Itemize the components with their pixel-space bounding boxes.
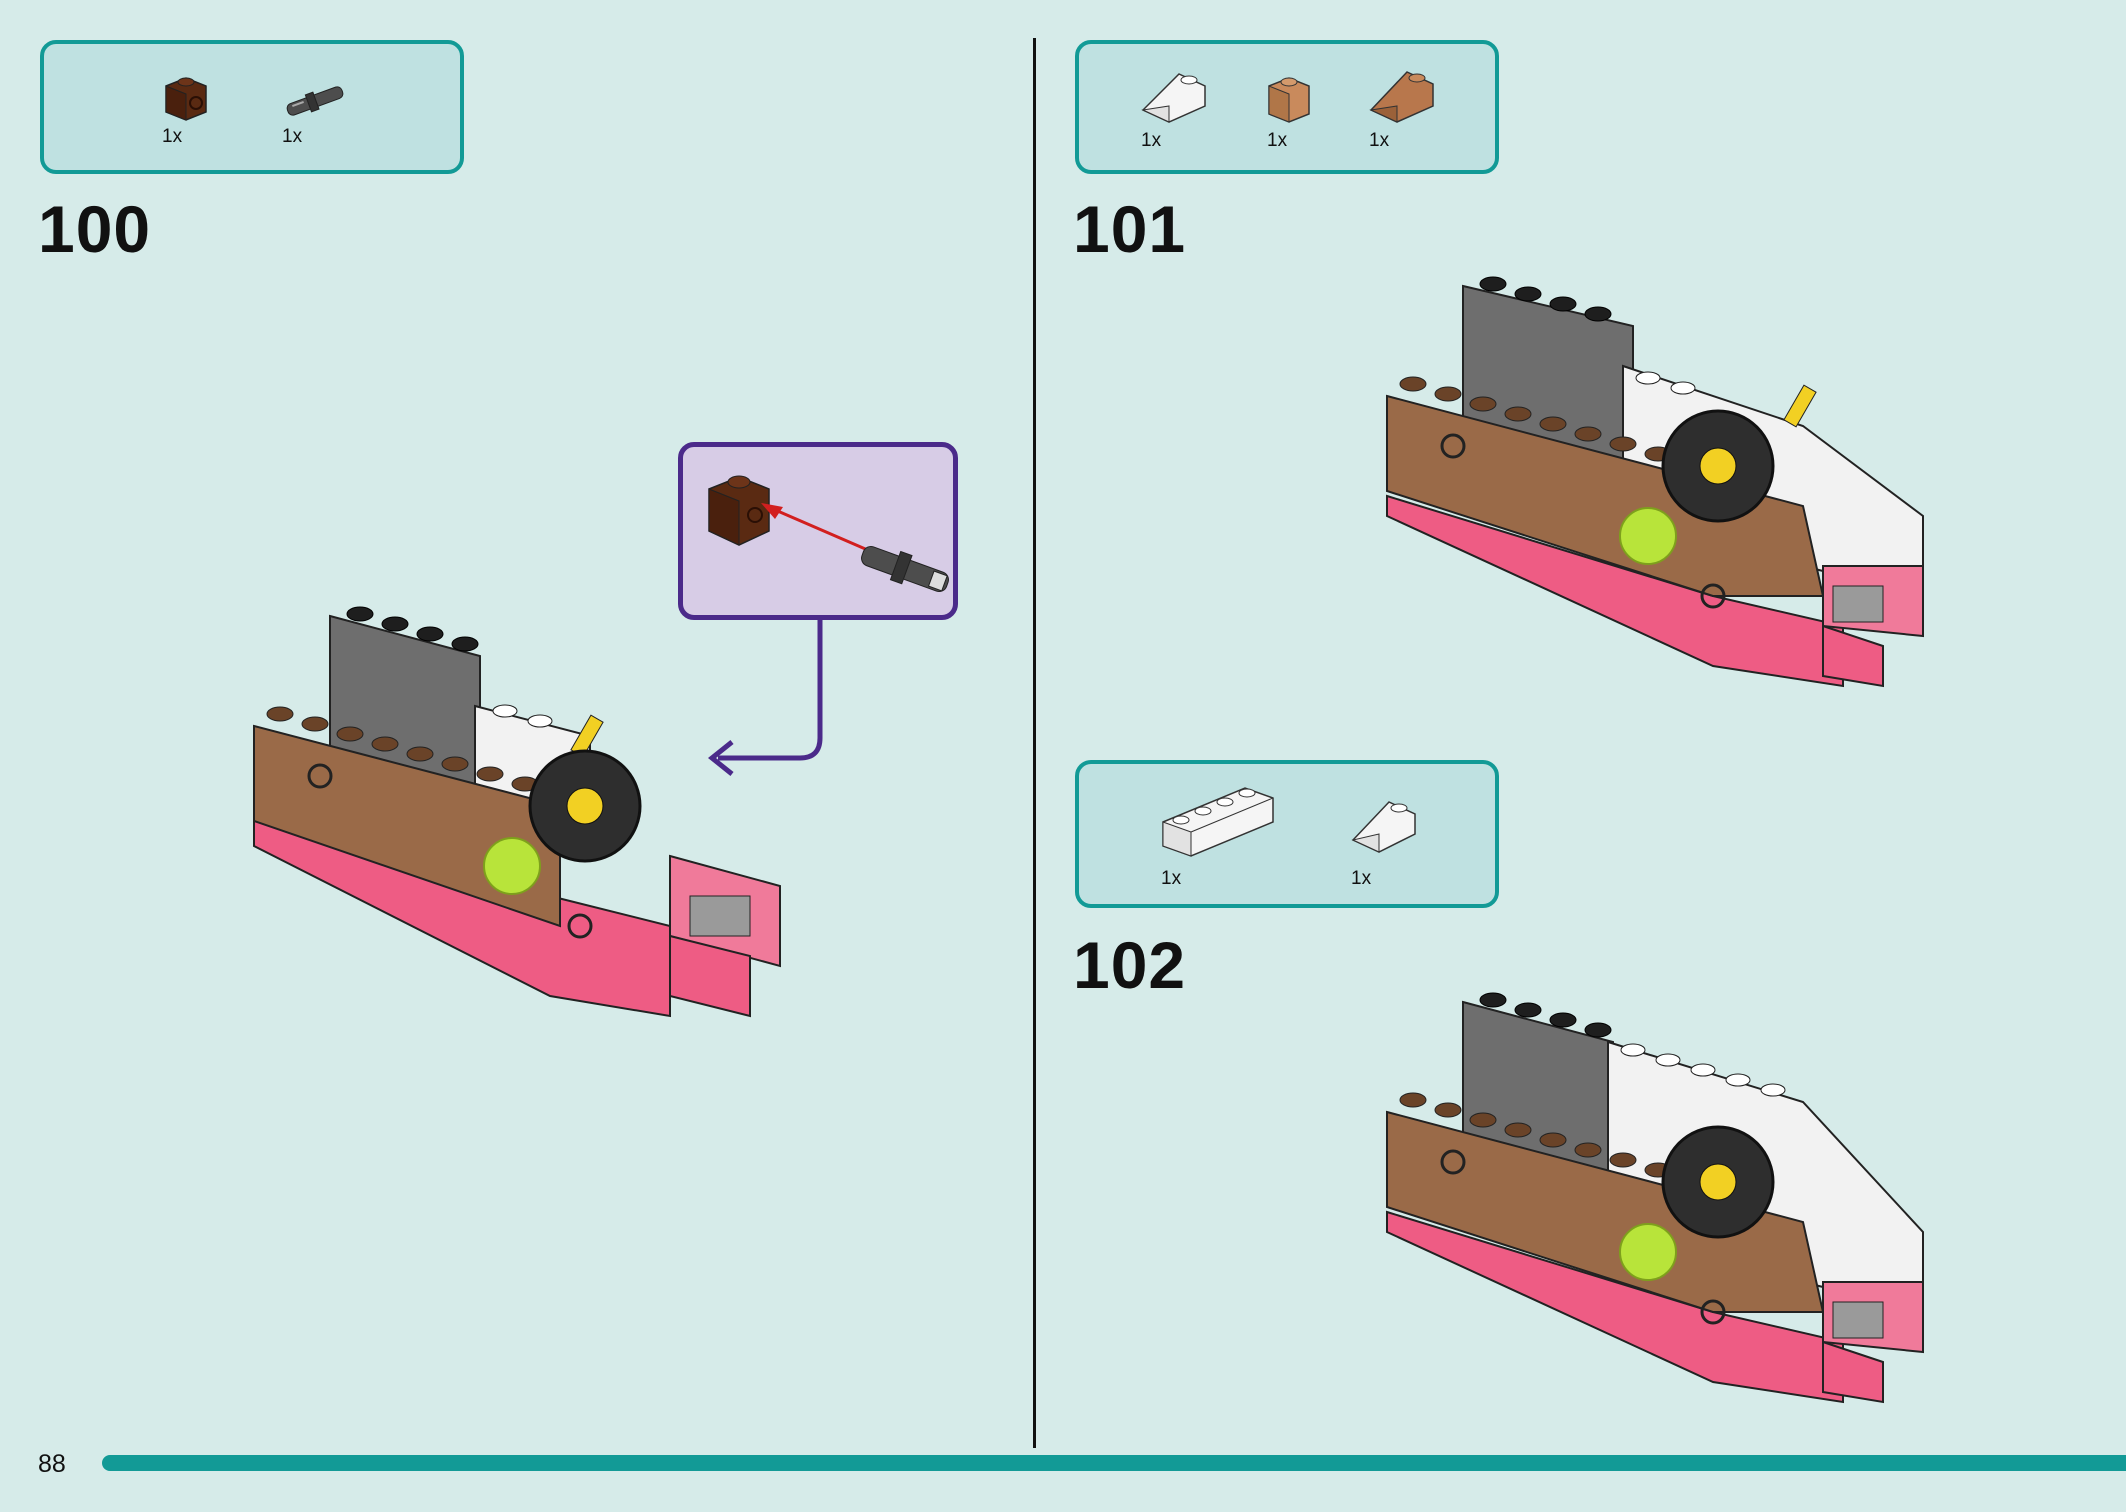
part-qty: 1x (162, 126, 183, 147)
part-qty: 1x (1161, 868, 1182, 889)
step-number: 101 (1073, 192, 1187, 266)
white-slope-brick-icon (1351, 801, 1416, 853)
white-slope-brick-icon (1141, 73, 1206, 123)
step-102-parts-list: 1x 1x (1075, 760, 1499, 908)
step-number: 102 (1073, 928, 1187, 1002)
part-qty: 1x (1351, 868, 1372, 889)
part-qty: 1x (1369, 130, 1390, 151)
step-100-parts-list: 1x 1x (40, 40, 464, 174)
step-101-parts-list: 1x 1x 1x (1075, 40, 1499, 174)
page-divider (1033, 38, 1036, 1448)
step-102-model-illustration (1386, 992, 1924, 1404)
step-101-model-illustration (1386, 276, 1924, 688)
assembly-arrow-illustration (708, 475, 949, 593)
white-brick-1x4-icon (1162, 787, 1274, 857)
dark-brown-technic-brick-1x1-icon (165, 77, 207, 121)
callout-pointer-arrow (707, 620, 823, 776)
part-qty: 1x (1267, 130, 1288, 151)
sub-assembly-callout (678, 442, 958, 620)
grey-connector-pin-icon (286, 86, 344, 116)
footer-progress-bar (102, 1455, 2126, 1471)
part-qty: 1x (282, 126, 303, 147)
page-number: 88 (38, 1450, 66, 1478)
step-100-model-illustration (253, 606, 781, 1018)
step-number: 100 (38, 192, 152, 266)
medium-nougat-slope-brick-icon (1369, 71, 1434, 123)
medium-nougat-brick-1x1-icon (1268, 77, 1310, 123)
part-qty: 1x (1141, 130, 1162, 151)
